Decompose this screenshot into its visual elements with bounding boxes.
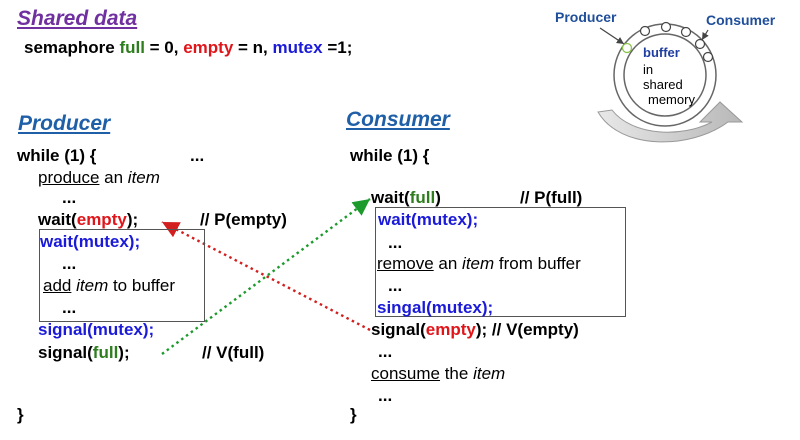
diagram-consumer-label: Consumer: [706, 12, 776, 28]
shared-data-title: Shared data: [17, 7, 138, 30]
buffer-slot: [702, 51, 714, 63]
consumer-signal-keyword: signal(: [371, 320, 426, 339]
producer-an: an: [99, 168, 128, 187]
producer-dots-2: ...: [62, 254, 77, 273]
buffer-memory-label: memory: [648, 92, 695, 107]
signal-keyword: signal(: [38, 343, 93, 362]
consumer-pointer-arrow: [701, 29, 709, 41]
producer-produce-line: produce an item: [38, 168, 160, 188]
producer-item: item: [127, 168, 160, 187]
producer-empty-sem: empty: [76, 210, 127, 229]
buffer-shared-label: shared: [643, 77, 683, 92]
signal-full-to-wait-full-arrow: [161, 198, 371, 355]
consumer-wait-full: wait(full): [371, 188, 441, 208]
decl-full: full: [119, 38, 145, 57]
producer-dots-3: ...: [62, 298, 77, 317]
producer-close: );: [126, 210, 139, 229]
consumer-close-2: ); // V(empty): [475, 320, 579, 339]
producer-comment-v-full: // V(full): [202, 343, 265, 362]
producer-wait-empty: wait(empty);: [38, 210, 138, 230]
decl-prefix: semaphore: [24, 38, 120, 57]
producer-comment-p-empty: // P(empty): [200, 210, 287, 229]
consumer-end-brace: }: [350, 405, 357, 424]
add-keyword: add: [43, 276, 72, 295]
decl-mutex-init: =1;: [322, 38, 353, 57]
consumer-dots-2: ...: [388, 276, 403, 295]
producer-add-line: add item to buffer: [43, 276, 175, 296]
producer-wait-mutex: wait(mutex);: [40, 232, 141, 251]
decl-mutex: mutex: [272, 38, 323, 57]
producer-critical-section-box: [39, 229, 205, 322]
consumer-consume-line: consume the item: [371, 364, 505, 384]
consumer-while: while (1) {: [350, 146, 430, 165]
buffer-slot: [621, 42, 633, 54]
consumer-item: item: [462, 254, 495, 273]
consumer-comment-p-full: // P(full): [520, 188, 583, 207]
consumer-dots-3: ...: [378, 342, 393, 361]
consumer-wait-mutex: wait(mutex);: [378, 210, 479, 229]
producer-ellipsis-top: ...: [190, 146, 205, 165]
consumer-singal-mutex: singal(mutex);: [377, 298, 494, 317]
buffer-slot: [694, 38, 706, 50]
consumer-close: ): [435, 188, 441, 207]
decl-empty-init: = n,: [233, 38, 273, 57]
producer-full-sem: full: [92, 343, 119, 362]
diagram-producer-label: Producer: [555, 9, 617, 25]
producer-close-2: );: [118, 343, 130, 362]
producer-signal-full: signal(full);: [38, 343, 130, 363]
consumer-wait-keyword: wait(: [371, 188, 410, 207]
remove-keyword: remove: [377, 254, 434, 273]
consumer-empty-sem: empty: [425, 320, 476, 339]
consumer-dots-4: ...: [378, 386, 393, 405]
buffer-slot: [680, 26, 692, 38]
decl-full-init: = 0,: [144, 38, 184, 57]
producer-pointer-arrow: [599, 27, 625, 45]
circular-flow-arrow: [597, 101, 744, 143]
producer-to-buffer: to buffer: [108, 276, 176, 295]
buffer-label: buffer: [643, 45, 680, 60]
producer-while: while (1) {: [17, 146, 97, 165]
buffer-ring-inner: [623, 33, 707, 117]
consumer-the: the: [439, 364, 474, 383]
consumer-dots-1: ...: [388, 233, 403, 252]
produce-keyword: produce: [38, 168, 100, 187]
buffer-in-label: in: [643, 62, 654, 77]
consumer-an: an: [433, 254, 463, 273]
consume-keyword: consume: [371, 364, 440, 383]
consumer-item-2: item: [473, 364, 506, 383]
consumer-signal-empty: signal(empty); // V(empty): [371, 320, 579, 340]
buffer-slot: [660, 21, 672, 33]
consumer-full-sem: full: [409, 188, 436, 207]
producer-dots-1: ...: [62, 188, 77, 207]
producer-end-brace: }: [17, 405, 24, 424]
consumer-title: Consumer: [346, 108, 450, 131]
consumer-from-buffer: from buffer: [494, 254, 581, 273]
producer-item-2: item: [76, 276, 109, 295]
consumer-critical-section-box: [375, 207, 626, 317]
producer-signal-mutex: signal(mutex);: [38, 320, 155, 339]
consumer-remove-line: remove an item from buffer: [377, 254, 581, 274]
producer-title: Producer: [18, 112, 111, 135]
buffer-slot: [639, 25, 651, 37]
wait-keyword: wait(: [38, 210, 77, 229]
semaphore-declaration: semaphore full = 0, empty = n, mutex =1;: [24, 38, 352, 58]
decl-empty: empty: [183, 38, 234, 57]
